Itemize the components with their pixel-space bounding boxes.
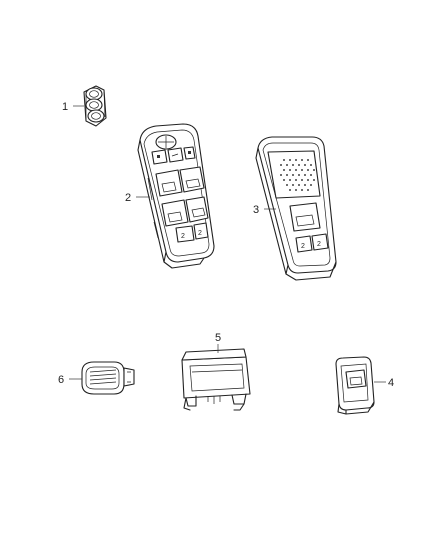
callout-2: 2 bbox=[125, 192, 131, 204]
part-2-driver-window-switch-bezel-icon: 2 2 bbox=[137, 123, 215, 269]
svg-text:2: 2 bbox=[198, 230, 202, 237]
svg-text:2: 2 bbox=[317, 241, 321, 248]
speaker-grille-icon bbox=[280, 159, 315, 191]
part-5-switch-housing-icon bbox=[181, 348, 251, 411]
callout-3: 3 bbox=[253, 204, 259, 216]
callout-6: 6 bbox=[58, 374, 64, 386]
svg-text:2: 2 bbox=[181, 233, 185, 240]
part-1-stacked-knob-switch-icon bbox=[83, 85, 107, 127]
callout-4: 4 bbox=[388, 377, 394, 389]
callout-5: 5 bbox=[215, 332, 221, 344]
part-4-single-window-switch-icon bbox=[335, 356, 375, 415]
part-6-vented-sensor-icon bbox=[81, 361, 135, 395]
svg-text:2: 2 bbox=[301, 243, 305, 250]
part-3-passenger-window-switch-bezel-icon: 2 2 bbox=[255, 136, 337, 281]
callout-1: 1 bbox=[62, 101, 68, 113]
